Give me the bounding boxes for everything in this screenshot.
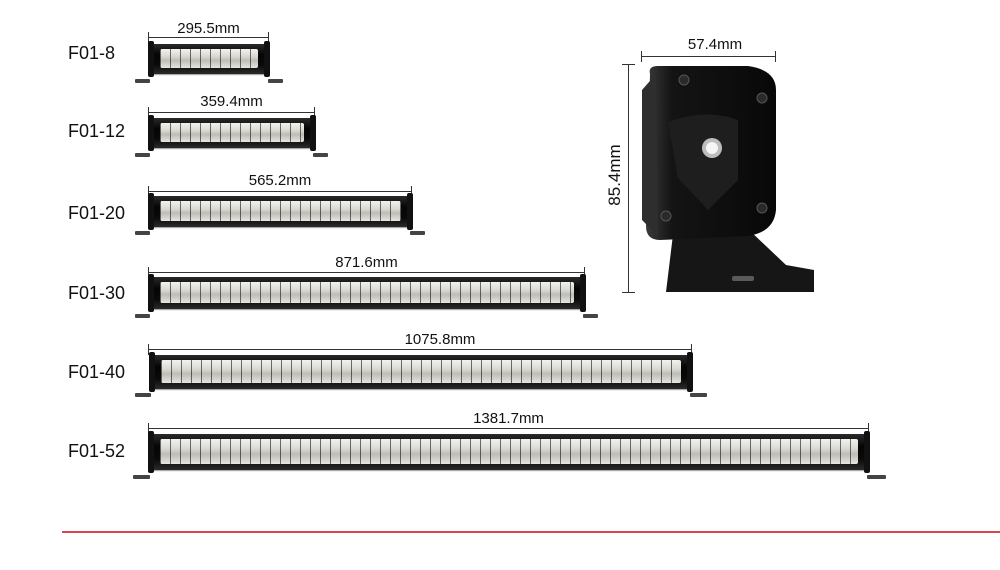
dimension-label: 359.4mm [200,93,263,110]
model-label-f01-20: F01-20 [68,203,126,223]
dimension-label: 1381.7mm [473,410,544,427]
dimension-label: 295.5mm [177,20,240,37]
side-height-dimension-line [628,64,629,293]
dimension-line [148,186,412,197]
mount-bracket-right [583,314,598,318]
light-bar-f01-52 [148,431,870,473]
model-label-f01-8: F01-8 [68,43,116,63]
mount-bracket-right [867,475,886,479]
model-label-f01-52: F01-52 [68,441,126,461]
mount-bracket-left [133,475,150,479]
dimension-tick [622,292,635,293]
light-bar-f01-8 [148,41,270,77]
mount-bracket-right [410,231,425,235]
dimension-line [148,32,269,43]
light-bar-f01-12 [148,115,316,151]
mount-bracket-left [135,231,150,235]
dimension-line [148,107,315,118]
mount-bracket-left [135,79,150,83]
mount-bracket-left [135,314,150,318]
dimension-tick [622,64,635,65]
mount-bracket-right [690,393,707,397]
light-bar-f01-40 [149,352,693,392]
side-width-dimension-line [641,51,776,62]
dimension-label: 565.2mm [248,172,312,189]
mount-bracket-left [135,153,150,157]
divider-line [62,531,1000,533]
light-bar-f01-20 [148,193,413,230]
model-label-f01-30: F01-30 [68,283,126,303]
mount-bracket-left [135,393,151,397]
light-bar-f01-30 [148,274,586,312]
side-height-dimension-label: 85.4mm [605,144,624,206]
dimension-label: 1075.8mm [404,331,476,348]
model-label-f01-40: F01-40 [68,362,126,382]
model-label-f01-12: F01-12 [68,121,126,141]
dimension-label: 871.6mm [335,254,398,271]
side-width-dimension-label: 57.4mm [687,36,743,53]
mount-bracket-right [313,153,328,157]
dimension-line [148,344,692,355]
dimension-line [148,267,585,278]
mount-bracket-right [268,79,283,83]
light-bar-side-view [642,66,814,292]
dimension-line [148,423,869,434]
